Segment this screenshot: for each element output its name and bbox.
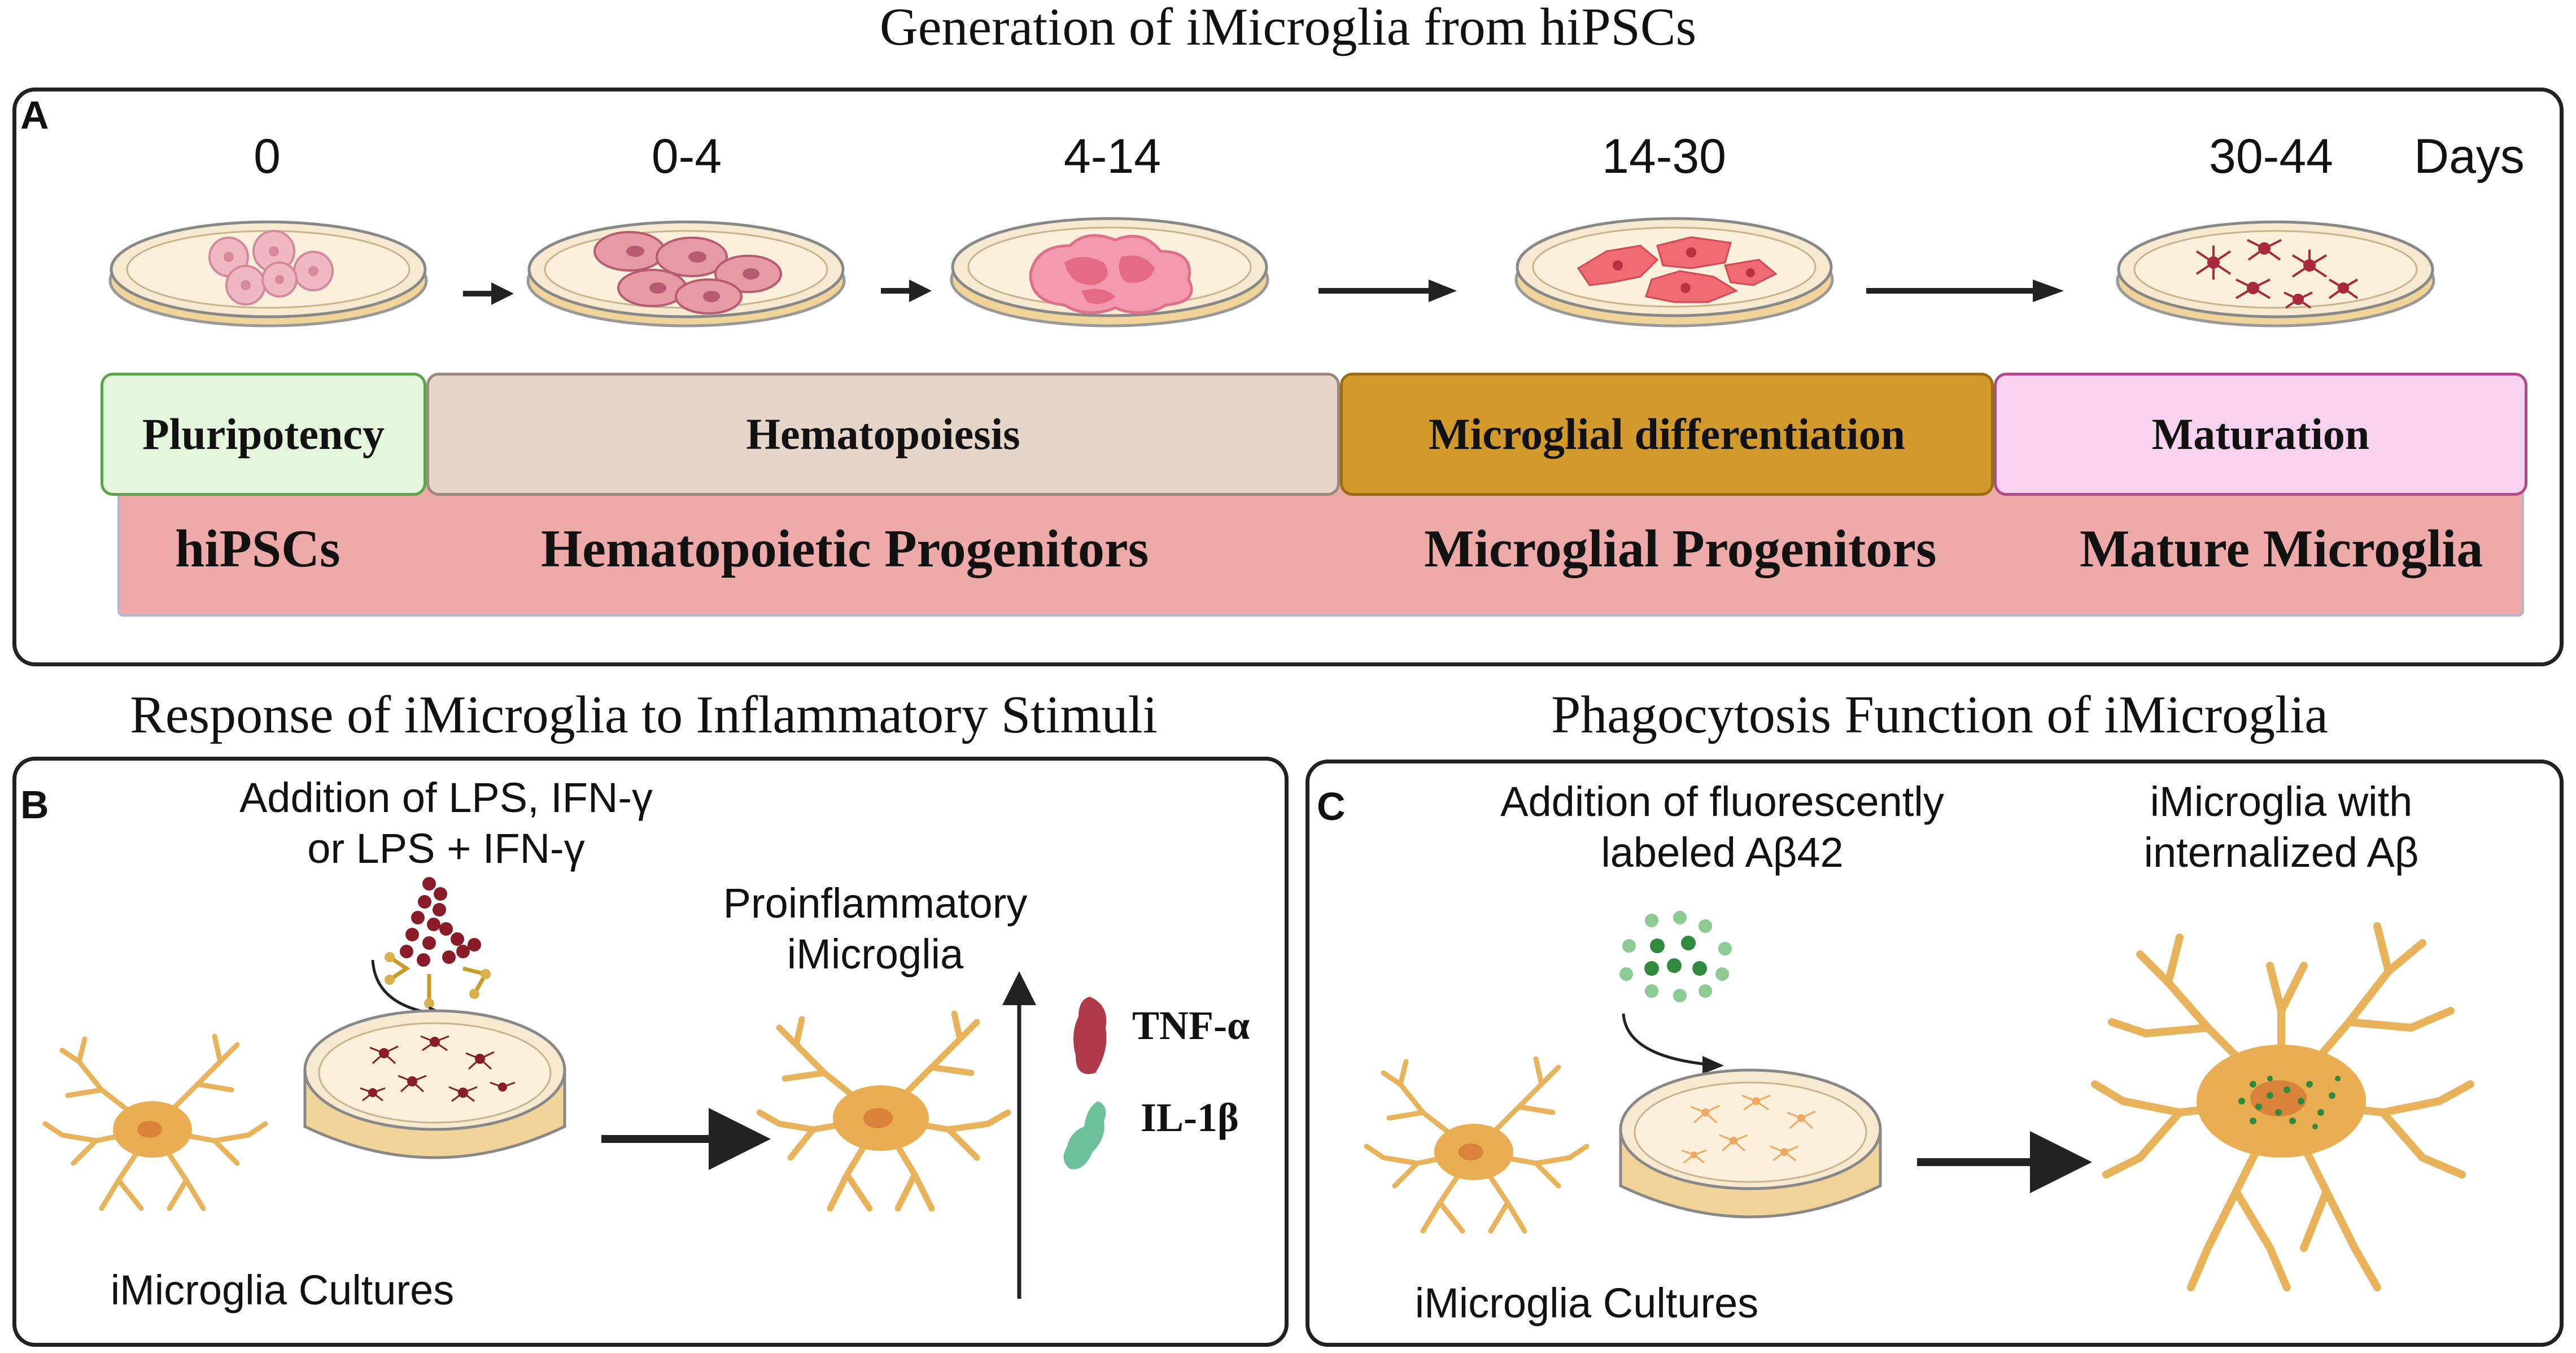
stage-pluripotency: Pluripotency	[101, 373, 426, 496]
cytokine-label: IL-1β	[1141, 1095, 1239, 1140]
curved-arrow-icon	[1622, 1013, 1724, 1074]
stage-label: Hematopoiesis	[746, 409, 1020, 459]
result-text-b: Proinflammatory iMicroglia	[683, 878, 1067, 980]
result-line: internalized Aβ	[2143, 829, 2419, 876]
dish-progenitor	[950, 217, 1269, 328]
addition-line: labeled Aβ42	[1601, 829, 1844, 876]
day-label: 4-14	[1063, 129, 1162, 184]
cell-type-label: Mature Microglia	[2080, 520, 2483, 578]
arrow-right	[1917, 1131, 2092, 1193]
cell-type-label: Hematopoietic Progenitors	[541, 520, 1149, 578]
stage-microglial-differentiation: Microglial differentiation	[1340, 373, 1994, 496]
stage-maturation: Maturation	[1994, 373, 2527, 496]
panel-b-label: B	[20, 783, 49, 827]
day-label: 0-4	[651, 129, 722, 184]
arrow-right	[1318, 280, 1457, 302]
panel-b	[12, 757, 1289, 1347]
dish-mature	[2116, 220, 2435, 328]
panel-c-label: C	[1317, 784, 1346, 828]
result-line: iMicroglia with	[2150, 778, 2413, 825]
cultures-label-b: iMicroglia Cultures	[110, 1267, 455, 1313]
stimulus-text: Addition of LPS, IFN-γ or LPS + IFN-γ	[215, 772, 678, 875]
result-line: Proinflammatory	[723, 880, 1028, 927]
dish-hipsc	[108, 220, 428, 328]
microglia-resting-icon	[1364, 1056, 1590, 1234]
cytokine-label: TNF-α	[1132, 1003, 1250, 1048]
main-title: Generation of iMicroglia from hiPSCs	[879, 0, 1697, 56]
lps-ifn-molecule-icon	[385, 877, 491, 1009]
day-label: 14-30	[1602, 129, 1726, 184]
arrow-right	[881, 280, 932, 302]
panel-b-title: Response of iMicroglia to Inflammatory S…	[130, 686, 1158, 744]
dish-hematopoietic	[526, 220, 846, 328]
cultures-label-c: iMicroglia Cultures	[1414, 1280, 1759, 1326]
stimulus-line: Addition of LPS, IFN-γ	[239, 774, 653, 821]
stage-label: Maturation	[2151, 409, 2370, 459]
addition-text-c: Addition of fluorescently labeled Aβ42	[1468, 776, 1976, 879]
stage-label: Pluripotency	[142, 409, 385, 459]
stimulus-line: or LPS + IFN-γ	[307, 825, 585, 872]
dish-b	[303, 1009, 566, 1159]
addition-line: Addition of fluorescently	[1500, 778, 1944, 825]
tnf-alpha-icon	[1073, 997, 1107, 1074]
panel-a	[12, 88, 2564, 666]
abeta42-particles-icon	[1619, 911, 1732, 1002]
dish-c	[1619, 1068, 1882, 1219]
day-label: 30-44	[2209, 129, 2333, 184]
days-unit: Days	[2414, 129, 2525, 184]
dish-microglial-progenitor	[1514, 217, 1834, 328]
cell-type-label: hiPSCs	[175, 520, 340, 578]
microglia-resting-icon	[42, 1033, 268, 1211]
panel-a-label: A	[20, 93, 49, 137]
microglia-proinflammatory-icon	[756, 1010, 1011, 1212]
panel-c	[1306, 760, 2564, 1347]
result-line: iMicroglia	[787, 931, 964, 978]
increase-arrow-icon	[1002, 971, 1036, 1299]
panel-c-title: Phagocytosis Function of iMicroglia	[1551, 686, 2328, 744]
microglia-phagocytic-icon	[2091, 922, 2474, 1291]
day-label: 0	[254, 129, 281, 184]
arrow-right	[463, 282, 514, 305]
cell-type-label: Microglial Progenitors	[1424, 520, 1937, 578]
il-1b-icon	[1063, 1101, 1106, 1169]
arrow-right	[1866, 280, 2064, 302]
arrow-right	[601, 1108, 771, 1170]
result-text-c: iMicroglia with internalized Aβ	[2084, 776, 2479, 879]
stage-hematopoiesis: Hematopoiesis	[426, 373, 1340, 496]
stage-label: Microglial differentiation	[1428, 409, 1906, 459]
